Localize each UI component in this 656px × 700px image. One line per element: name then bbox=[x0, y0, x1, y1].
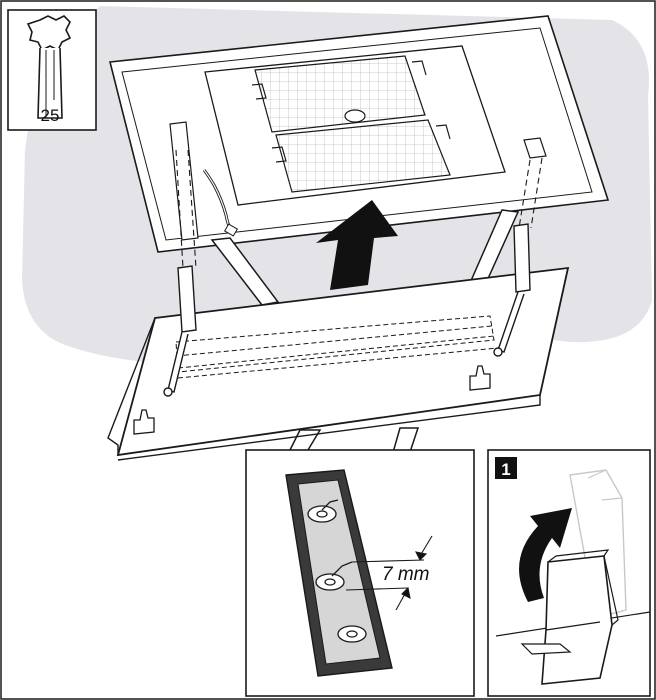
screw-icon bbox=[307, 499, 367, 643]
grease-filter-bottom bbox=[275, 119, 451, 193]
filter-handle-icon bbox=[344, 109, 366, 123]
lift-arrow-icon bbox=[316, 200, 398, 290]
hood-bracket-right bbox=[523, 137, 547, 159]
dimension-marker bbox=[345, 535, 433, 611]
step-number: 1 bbox=[501, 460, 510, 479]
filter-latches bbox=[251, 60, 451, 163]
step-badge bbox=[495, 457, 517, 479]
alignment-guides bbox=[175, 149, 543, 269]
hood-bracket-left bbox=[169, 121, 199, 241]
tool-size-label: 25 bbox=[41, 106, 60, 125]
dimension-label: 7 mm bbox=[382, 564, 430, 585]
screw-detail-panel bbox=[245, 449, 475, 697]
chimney-supports bbox=[210, 209, 520, 306]
panel-bracket-right bbox=[493, 223, 531, 357]
step-detail-panel bbox=[487, 449, 651, 697]
panel-clips bbox=[133, 365, 491, 435]
grease-filter-top bbox=[254, 55, 426, 133]
rotate-arrow-icon bbox=[519, 508, 572, 602]
bracket-part bbox=[541, 555, 613, 685]
torx-screwdriver-icon bbox=[7, 9, 97, 131]
panel-bracket-left bbox=[163, 265, 197, 397]
